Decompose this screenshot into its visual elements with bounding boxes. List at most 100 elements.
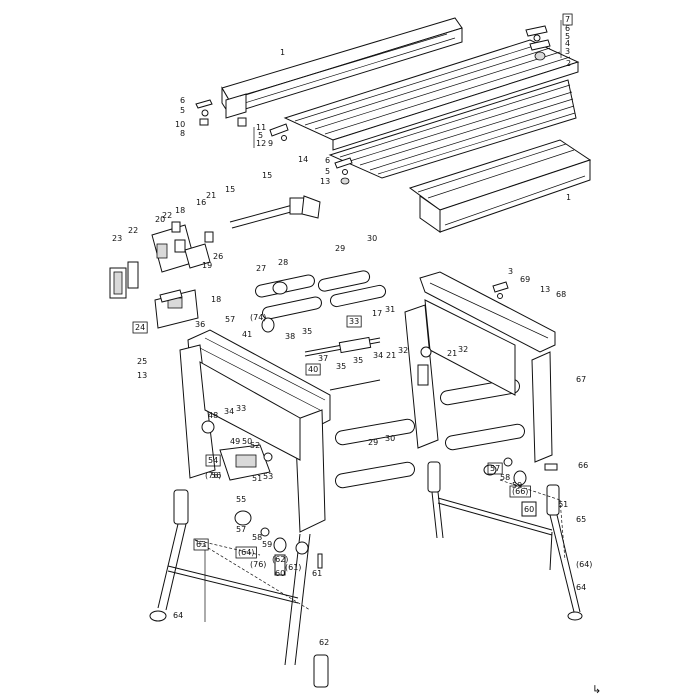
- callout-label: (76): [250, 560, 266, 569]
- slat-board-1: [283, 39, 580, 151]
- hardware-top-left: [195, 99, 247, 127]
- hardware-top-right: [525, 25, 551, 61]
- callout-box: [193, 538, 209, 551]
- callout-label: 4: [565, 39, 570, 48]
- callout-label: 57: [236, 525, 246, 534]
- callout-label: 40: [308, 365, 318, 374]
- callout-label: 1: [280, 48, 285, 57]
- callout-label: 64: [576, 583, 586, 592]
- callout-label: 1: [566, 193, 571, 202]
- callout-label: 38: [285, 332, 295, 341]
- callout-label: 13: [320, 177, 330, 186]
- callout-label: 20: [155, 215, 165, 224]
- slat-board-2: [328, 79, 577, 179]
- callout-label: 22: [128, 226, 138, 235]
- callout-label: 32: [398, 346, 408, 355]
- callout-label: 5: [565, 32, 570, 41]
- callout-label: 28: [278, 258, 288, 267]
- callout-box: [235, 546, 257, 559]
- callout-label: 33: [349, 317, 359, 326]
- callout-label: 22: [162, 211, 172, 220]
- vise-housing: [151, 221, 214, 273]
- callout-label: (66): [512, 487, 528, 496]
- callout-label: 37: [318, 354, 328, 363]
- callout-label: 21: [386, 351, 396, 360]
- callout-label: 13: [540, 285, 550, 294]
- callout-label: 21: [206, 191, 216, 200]
- callout-label: 10: [175, 120, 185, 129]
- callout-label: 33: [236, 404, 246, 413]
- right-trestle-frame: [404, 271, 556, 463]
- callout-box: [305, 363, 321, 376]
- callout-label: 61: [312, 569, 322, 578]
- callout-label: 58: [500, 473, 510, 482]
- callout-label: 15: [262, 171, 272, 180]
- callout-label: 21: [447, 349, 457, 358]
- callout-label: 68: [556, 290, 566, 299]
- callout-label: 48: [208, 411, 218, 420]
- callout-label: 8: [180, 129, 185, 138]
- callout-label: (74): [250, 313, 266, 322]
- corner-mark: ↳: [592, 683, 601, 696]
- callout-label: 53: [263, 472, 273, 481]
- callout-label: 55: [236, 495, 246, 504]
- leader-lines: [194, 20, 566, 622]
- callout-label: (64): [238, 548, 254, 557]
- callout-label: 5: [325, 167, 330, 176]
- callout-label: 25: [137, 357, 147, 366]
- callout-label: 54: [208, 456, 218, 465]
- callout-label: 35: [302, 327, 312, 336]
- callout-label: 30: [385, 434, 395, 443]
- callout-label: 59: [262, 540, 272, 549]
- callout-box: [346, 315, 362, 328]
- callout-label: 16: [196, 198, 206, 207]
- callout-label: 51: [252, 474, 262, 483]
- callout-label: 34: [224, 407, 234, 416]
- callout-label: 56: [211, 471, 221, 480]
- callout-label: 63: [196, 540, 206, 549]
- callout-box: [487, 462, 503, 475]
- callout-label: 19: [202, 261, 212, 270]
- callout-label: 35: [353, 356, 363, 365]
- callout-label: 57: [225, 315, 235, 324]
- callout-label: 5: [258, 131, 263, 140]
- right-small-parts: [483, 281, 558, 517]
- left-trestle-frame: [179, 329, 331, 533]
- callout-label: 60: [524, 505, 534, 514]
- callout-label: 7: [565, 15, 570, 24]
- callout-label: 31: [385, 305, 395, 314]
- callout-label: 35: [336, 362, 346, 371]
- callout-label: (76): [205, 471, 221, 480]
- callout-label: 65: [576, 515, 586, 524]
- callout-label: 9: [268, 139, 273, 148]
- callout-label: 50: [242, 437, 252, 446]
- callout-label: 5: [180, 106, 185, 115]
- callout-label: (62): [272, 555, 288, 564]
- callout-box: [562, 13, 573, 26]
- callout-label: 14: [298, 155, 308, 164]
- callout-box: [509, 485, 531, 498]
- callout-label: 3: [565, 47, 570, 56]
- clamp-block: [109, 261, 139, 299]
- callout-label: 59: [512, 481, 522, 490]
- callout-label: 57: [490, 464, 500, 473]
- callout-label: 13: [137, 371, 147, 380]
- left-small-parts: [234, 510, 329, 688]
- callout-label: 11: [256, 123, 266, 132]
- callout-label: 18: [211, 295, 221, 304]
- callout-label: 29: [368, 438, 378, 447]
- callout-label: 30: [367, 234, 377, 243]
- callout-label: 66: [578, 461, 588, 470]
- callout-label: 60: [275, 569, 285, 578]
- callout-label: 26: [213, 252, 223, 261]
- top-rail-right: [408, 139, 592, 233]
- clamp-spindle: [229, 195, 321, 229]
- callout-label: (64): [576, 560, 592, 569]
- top-rail-left: [221, 17, 463, 119]
- callout-label: 62: [319, 638, 329, 647]
- bracket-plate: [154, 289, 199, 329]
- callout-label: 24: [135, 323, 145, 332]
- callout-label: 23: [112, 234, 122, 243]
